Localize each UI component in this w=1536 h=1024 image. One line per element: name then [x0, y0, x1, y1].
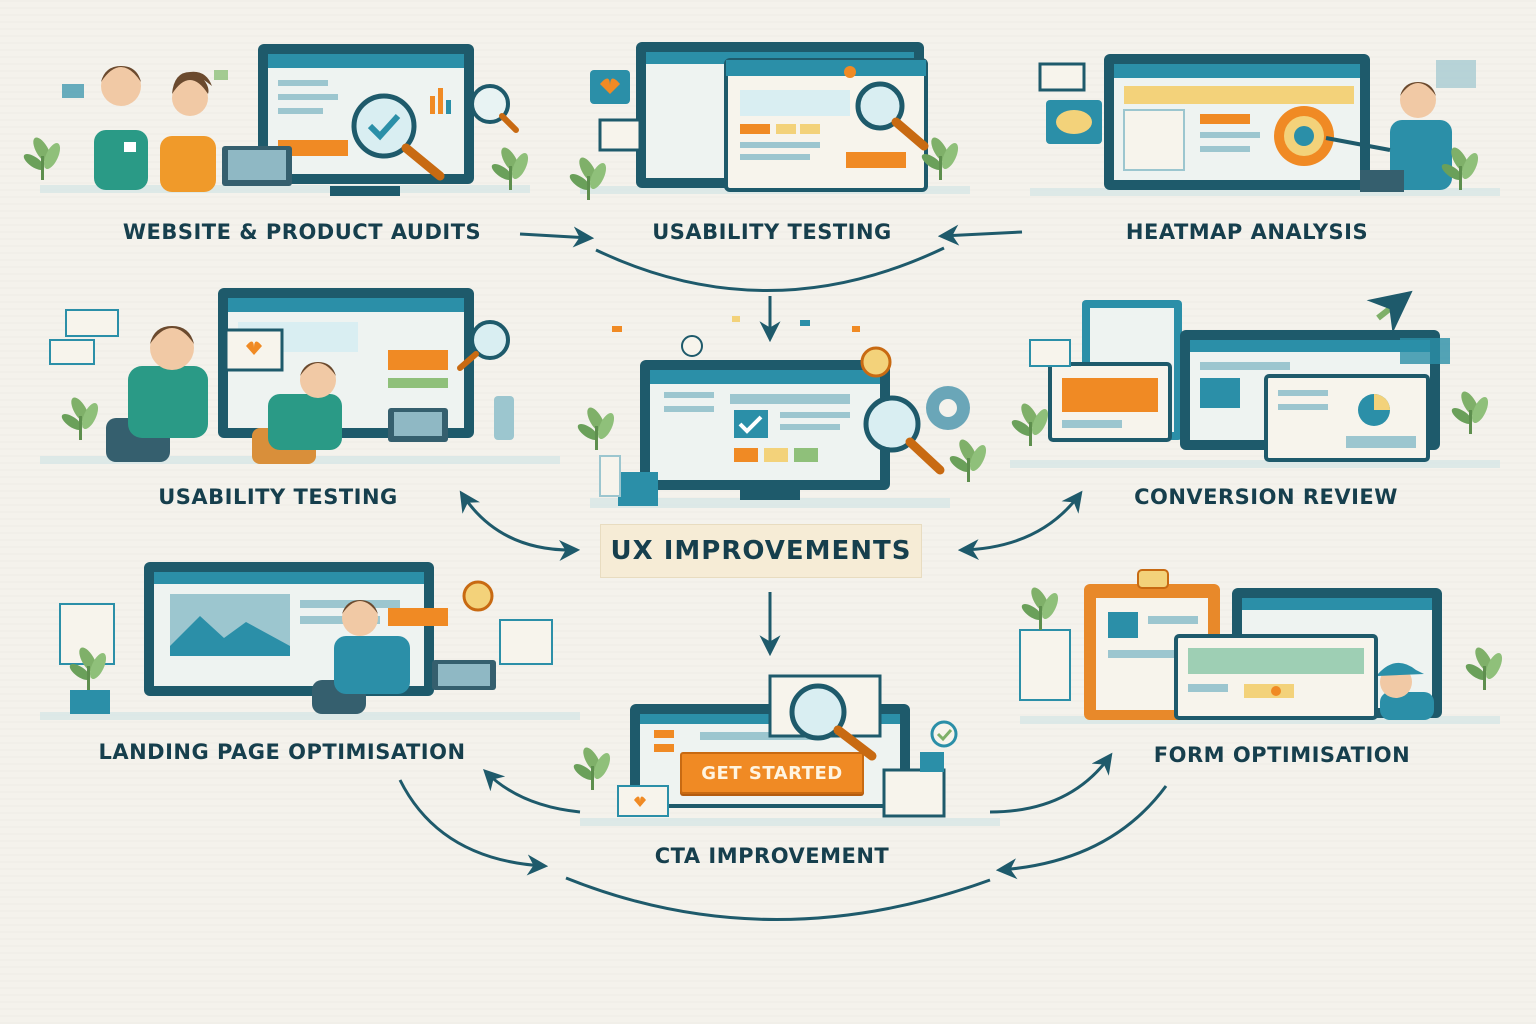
illustration-conversion-review: [1009, 296, 1500, 468]
illustration-usability-testing-top: [567, 42, 970, 200]
illustration-usability-testing-mid: [40, 288, 560, 464]
node-label-cta-improvement: CTA IMPROVEMENT: [655, 844, 889, 868]
illustration-cta-improvement: [571, 676, 1000, 826]
node-label-website-audits: WEBSITE & PRODUCT AUDITS: [123, 220, 481, 244]
node-label-usability-testing-mid: USABILITY TESTING: [158, 485, 398, 509]
illustration-landing-page: [40, 562, 580, 720]
node-label-form-optimisation: FORM OPTIMISATION: [1154, 743, 1410, 767]
node-label-heatmap-analysis: HEATMAP ANALYSIS: [1126, 220, 1368, 244]
hub-ux-improvements: UX IMPROVEMENTS: [600, 524, 922, 578]
get-started-button[interactable]: GET STARTED: [680, 752, 864, 794]
illustration-website-audits: [21, 44, 531, 196]
illustration-heatmap-analysis: [1030, 54, 1500, 196]
node-label-usability-testing-top: USABILITY TESTING: [652, 220, 892, 244]
get-started-label: GET STARTED: [701, 763, 842, 784]
hub-label: UX IMPROVEMENTS: [611, 536, 912, 566]
node-label-conversion-review: CONVERSION REVIEW: [1134, 485, 1398, 509]
illustration-form-optimisation: [1019, 570, 1505, 724]
node-label-landing-page: LANDING PAGE OPTIMISATION: [98, 740, 465, 764]
illustration-ux-improvements: [575, 316, 989, 508]
